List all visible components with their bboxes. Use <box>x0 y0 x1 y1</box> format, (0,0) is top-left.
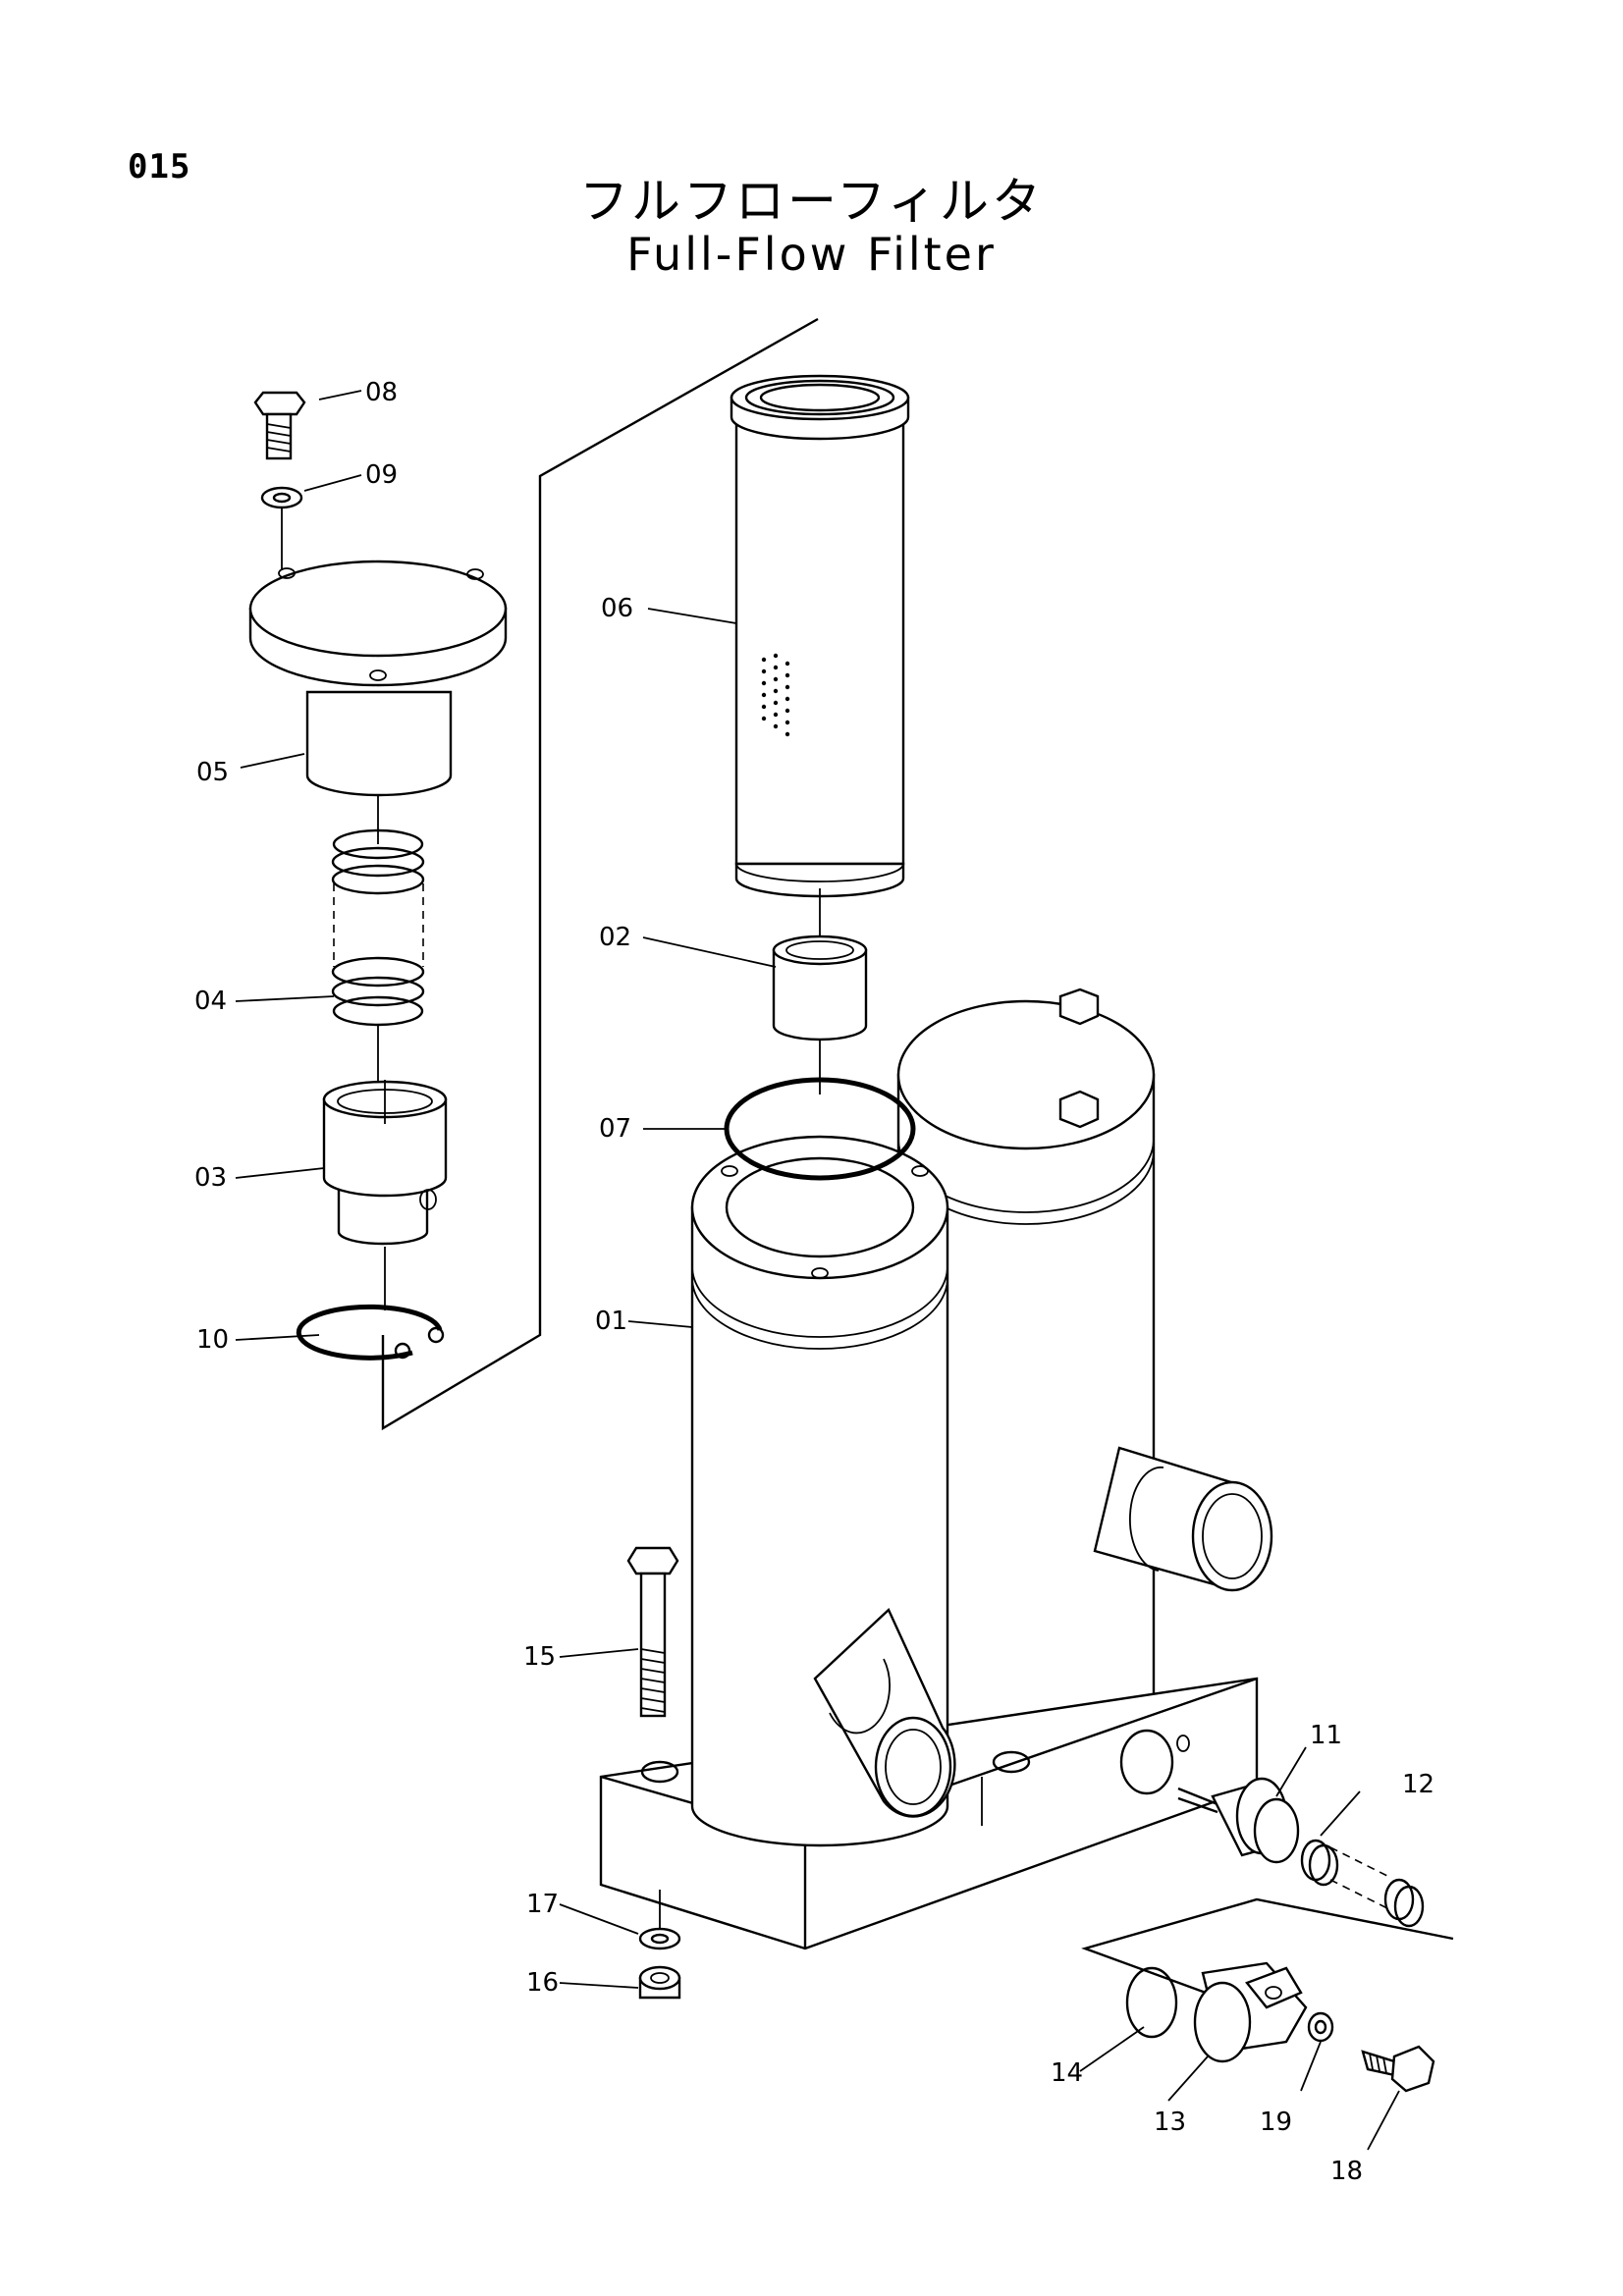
label-10: 10 <box>196 1325 229 1355</box>
title-japanese: フルフローフィルタ <box>579 173 1044 230</box>
assembly-bracket-lines <box>381 317 819 1431</box>
leader-lines <box>235 390 1400 2151</box>
filter-perforation-dots <box>761 653 790 737</box>
part-18-bolt <box>1361 2045 1435 2093</box>
label-02: 02 <box>599 923 631 952</box>
label-03: 03 <box>194 1163 227 1193</box>
label-17: 17 <box>526 1890 559 1919</box>
part-01-front-outlet-pipe <box>813 1607 956 1818</box>
part-02-collar <box>772 934 868 1095</box>
part-number-labels: 08 09 05 06 02 04 07 03 01 10 15 11 12 1… <box>194 378 1434 2186</box>
part-15-long-bolt <box>626 1546 679 1929</box>
label-15: 15 <box>523 1642 556 1672</box>
part-01-rear-cylinder <box>896 988 1156 1769</box>
label-18: 18 <box>1330 2157 1363 2186</box>
label-13: 13 <box>1154 2108 1186 2137</box>
part-10-snap-ring <box>296 1304 445 1361</box>
label-19: 19 <box>1260 2108 1292 2137</box>
label-04: 04 <box>194 987 227 1016</box>
label-07: 07 <box>599 1114 631 1144</box>
sub-assembly-bracket <box>1081 1897 1454 2024</box>
label-11: 11 <box>1310 1721 1342 1750</box>
part-16-nut <box>638 1965 681 2000</box>
part-14-o-ring <box>1125 1966 1178 2039</box>
part-03-valve <box>322 1080 448 1310</box>
label-08: 08 <box>365 378 398 407</box>
part-01-rear-outlet-pipe <box>1093 1446 1273 1592</box>
part-04-spring <box>331 828 425 1099</box>
part-13-plug <box>1193 1961 1308 2063</box>
label-01: 01 <box>595 1307 627 1336</box>
part-19-washer <box>1307 2011 1334 2043</box>
label-16: 16 <box>526 1968 559 1998</box>
page-number: 015 <box>128 147 191 187</box>
part-11-plunger <box>1177 1746 1307 1864</box>
part-08-bolt <box>253 391 306 460</box>
part-05-cover <box>248 560 508 844</box>
label-12: 12 <box>1402 1770 1434 1799</box>
part-09-washer <box>260 486 303 569</box>
label-09: 09 <box>365 460 398 490</box>
title-english: Full-Flow Filter <box>626 228 997 281</box>
part-06-filter-element <box>730 374 910 942</box>
label-05: 05 <box>196 758 229 787</box>
label-06: 06 <box>601 594 633 623</box>
part-17-washer <box>638 1927 681 1950</box>
part-12-spring <box>1300 1839 1425 1928</box>
label-14: 14 <box>1051 2058 1083 2088</box>
